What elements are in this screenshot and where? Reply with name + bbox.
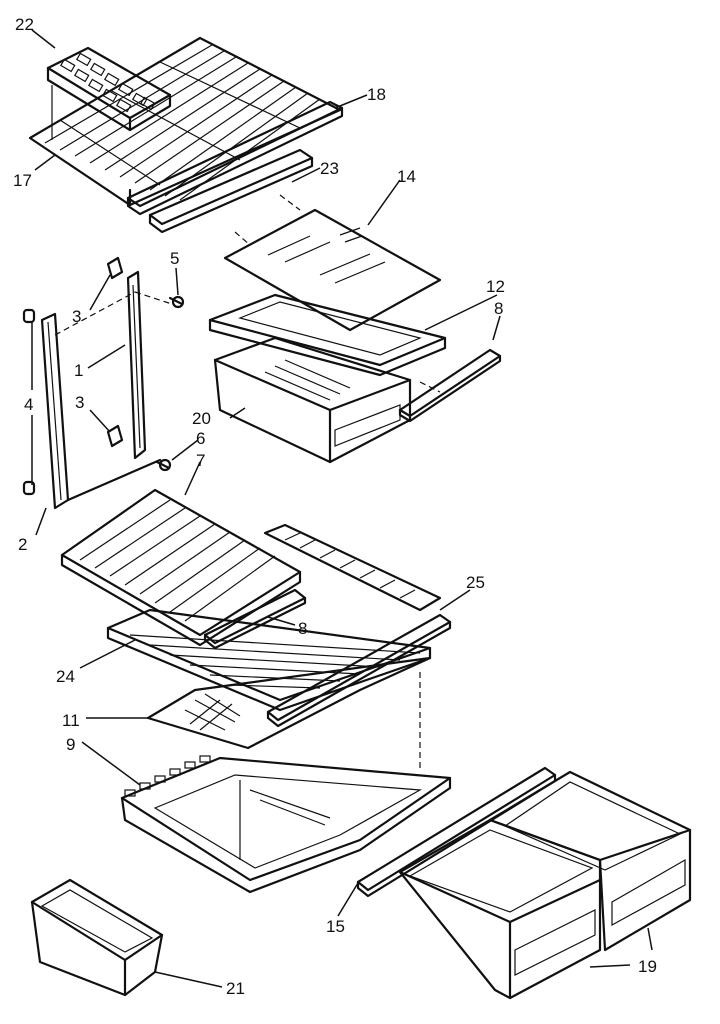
part-6-screw (155, 458, 172, 472)
callout-19: 19 (638, 957, 657, 976)
part-14-glass-shelf (223, 208, 442, 332)
part-18-shelf-trim (126, 100, 344, 216)
upper-hidden-lines (54, 194, 441, 393)
part-8-upper-glide-rail (398, 348, 502, 423)
callout-labels: 22 18 17 23 14 5 3 12 8 1 4 3 20 6 7 2 2… (13, 15, 657, 998)
callout-2: 2 (18, 535, 27, 554)
callout-17: 17 (13, 171, 32, 190)
part-25-shelf-trim (266, 613, 452, 728)
callout-4: 4 (24, 395, 33, 414)
part-20-crisper-pan (213, 336, 412, 464)
part-5-screw (168, 295, 185, 309)
part-12-crisper-cover-frame (208, 293, 447, 377)
part-22-ice-tray (46, 46, 172, 140)
part-19-crisper-drawers (398, 770, 692, 1000)
callout-8-lower: 8 (298, 619, 307, 638)
callout-18: 18 (367, 85, 386, 104)
part-21-door-bin (30, 878, 164, 997)
callout-12: 12 (486, 277, 505, 296)
callout-8-upper: 8 (494, 299, 503, 318)
part-1-shelf-ladder (126, 270, 147, 460)
callout-9: 9 (66, 735, 75, 754)
callout-3-upper: 3 (72, 307, 81, 326)
callout-20: 20 (192, 409, 211, 428)
callout-5: 5 (170, 249, 179, 268)
part-4-end-caps (22, 308, 36, 496)
part-17-wire-shelf (28, 36, 342, 207)
part-3-upper-bracket (106, 256, 124, 280)
part-11-glass-insert (146, 656, 432, 770)
callout-6: 6 (196, 429, 205, 448)
callout-23: 23 (320, 159, 339, 178)
callout-14: 14 (397, 167, 416, 186)
part-3-lower-bracket (106, 424, 124, 448)
part-2-side-rail (40, 312, 162, 510)
callout-24: 24 (56, 667, 75, 686)
callout-7: 7 (196, 451, 205, 470)
callout-11: 11 (62, 711, 80, 730)
part-15-crisper-rail (356, 766, 557, 898)
part-9-crisper-support-frame (120, 755, 452, 894)
part-23-shelf-trim (148, 148, 314, 234)
part-7-wire-shelf (60, 488, 442, 647)
leader-lines (31, 29, 653, 988)
callout-25: 25 (466, 573, 485, 592)
callout-1: 1 (74, 361, 83, 380)
callout-21: 21 (226, 979, 245, 998)
callout-22: 22 (15, 15, 34, 34)
callout-3-lower: 3 (75, 393, 84, 412)
callout-15: 15 (326, 917, 345, 936)
